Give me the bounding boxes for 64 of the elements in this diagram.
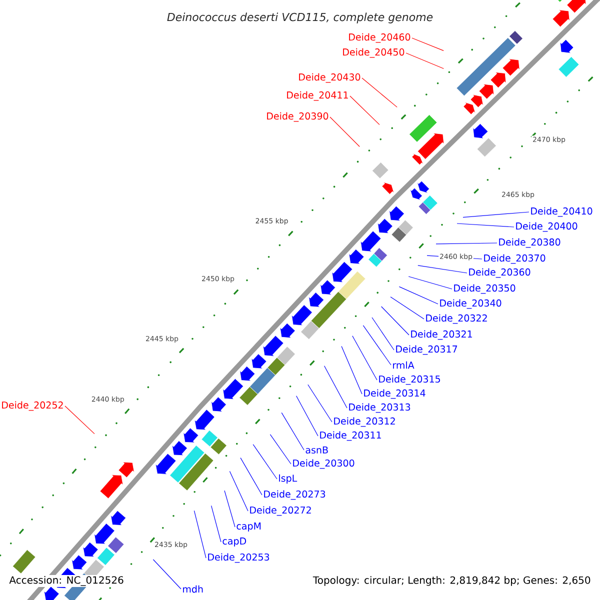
leader-line xyxy=(281,412,304,450)
leader-line xyxy=(64,406,95,434)
accession-text: Accession: NC_012526 xyxy=(8,575,125,587)
leader-line xyxy=(362,325,392,366)
gene-label: Deide_20315 xyxy=(379,375,440,385)
genome-info-text: Topology: circular; Length: 2,819,842 bp; Genes: 2,650 xyxy=(312,575,592,587)
leader-line xyxy=(418,265,468,274)
gene-label: Deide_20350 xyxy=(454,284,516,294)
gene-label: Deide_20360 xyxy=(469,268,530,278)
leader-line xyxy=(412,38,444,51)
leader-line xyxy=(296,396,318,436)
gene-label: Deide_20390 xyxy=(267,112,328,122)
gene-label: capD xyxy=(222,538,246,546)
gene-label: mdh xyxy=(183,585,203,593)
title: Deinococcus deserti VCD115, complete genome xyxy=(167,12,433,24)
leader-line xyxy=(372,317,394,350)
gene-label: Deide_20450 xyxy=(343,48,404,58)
leader-line xyxy=(211,505,222,542)
gene-label: Deide_20321 xyxy=(411,330,472,340)
gene-label: Deide_20460 xyxy=(349,33,410,43)
leader-line xyxy=(330,116,360,147)
leader-line xyxy=(224,490,236,528)
gene-label: Deide_20273 xyxy=(264,490,326,500)
gene-label: Deide_20370 xyxy=(484,254,546,264)
leader-line xyxy=(408,276,452,290)
leader-line xyxy=(381,306,410,336)
gene-label: Deide_20272 xyxy=(250,506,311,516)
gene-label: Deide_20340 xyxy=(440,299,502,309)
leader-line xyxy=(229,470,248,512)
leader-line xyxy=(194,510,206,558)
gene-label: capM xyxy=(236,522,261,532)
leader-line xyxy=(390,296,424,320)
leader-line xyxy=(270,434,292,464)
gene-label: Deide_20313 xyxy=(349,403,410,413)
leader-line xyxy=(152,559,182,590)
gene-label: Deide_20252 xyxy=(2,401,63,411)
gene-label: Deide_20380 xyxy=(499,238,560,248)
gene-label: Deide_20300 xyxy=(293,459,354,469)
leader-line xyxy=(350,96,380,125)
gene-label: Deide_20410 xyxy=(531,207,592,217)
gene-label: rmlA xyxy=(393,361,414,369)
gene-label: Deide_20317 xyxy=(396,345,458,355)
leader-line xyxy=(252,444,278,480)
leader-line xyxy=(324,366,348,408)
gene-label: Deide_20322 xyxy=(426,314,487,324)
gene-label: Deide_20411 xyxy=(287,91,348,101)
gene-label: Deide_20312 xyxy=(334,417,395,427)
leader-line xyxy=(436,242,498,244)
leader-line xyxy=(240,458,262,496)
gene-label: Deide_20314 xyxy=(364,389,426,399)
leader-line xyxy=(352,336,378,380)
leader-line xyxy=(462,212,530,218)
gene-label: Deide_20253 xyxy=(208,553,270,563)
leader-line xyxy=(456,223,514,228)
gene-label: Deide_20430 xyxy=(299,73,360,83)
leader-line xyxy=(406,52,444,69)
gene-label: asnB xyxy=(306,446,328,454)
gene-label: Deide_20311 xyxy=(320,431,381,441)
leader-line xyxy=(341,346,362,394)
leader-line xyxy=(308,384,332,422)
gene-label: lspL xyxy=(279,474,298,484)
gene-label: Deide_20400 xyxy=(516,222,578,232)
leader-line xyxy=(398,286,438,304)
leader-line xyxy=(362,78,398,108)
